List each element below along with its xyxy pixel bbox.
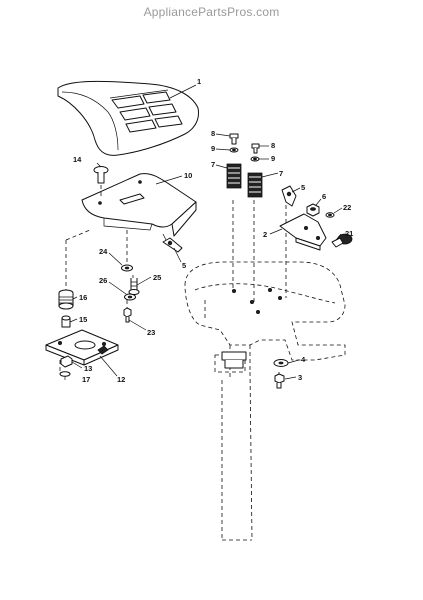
mounting-plate <box>45 329 119 366</box>
seat-spring-left <box>226 163 242 189</box>
callout-5-right: 5 <box>301 183 305 192</box>
callout-14: 14 <box>73 155 82 164</box>
hex-bolt <box>274 373 285 389</box>
pivot-spring <box>58 289 74 310</box>
washer <box>59 371 71 377</box>
seat-spring-right <box>247 172 263 198</box>
callout-16: 16 <box>79 293 87 302</box>
lock-nut <box>306 203 320 217</box>
callout-9-right: 9 <box>271 154 275 163</box>
callout-7-left: 7 <box>211 160 215 169</box>
spring-washer-right <box>250 156 260 162</box>
callout-15: 15 <box>79 315 87 324</box>
callout-21: 21 <box>345 229 353 238</box>
spacer <box>61 315 71 328</box>
callout-23: 23 <box>147 328 155 337</box>
callout-8-right: 8 <box>271 141 275 150</box>
callout-2: 2 <box>263 230 267 239</box>
callout-6: 6 <box>322 192 326 201</box>
callout-26: 26 <box>99 276 107 285</box>
callout-22: 22 <box>343 203 351 212</box>
seat-cushion <box>57 80 199 156</box>
callout-17: 17 <box>82 375 90 384</box>
bracket-lever <box>281 185 297 207</box>
hex-screw <box>123 307 132 323</box>
callout-9-left: 9 <box>211 144 215 153</box>
callout-12: 12 <box>117 375 125 384</box>
assembly-lines <box>59 185 287 380</box>
callout-8-left: 8 <box>211 129 215 138</box>
spring-washer-left <box>229 147 239 153</box>
fender-washer <box>273 359 289 367</box>
nut <box>60 355 73 368</box>
watermark-text: AppliancePartsPros.com <box>143 5 280 19</box>
callout-13: 13 <box>84 364 92 373</box>
callout-7-right: 7 <box>279 169 283 178</box>
callout-4: 4 <box>301 355 306 364</box>
fender-chassis-outline <box>184 261 346 541</box>
shoulder-bolt <box>128 278 140 295</box>
seat-pan <box>81 173 197 237</box>
seat-adjust-lever <box>162 233 183 253</box>
callout-labels: 1 2 3 4 5 5 6 7 7 8 8 9 9 10 12 13 14 15… <box>73 77 353 384</box>
callout-1: 1 <box>197 77 201 86</box>
adjustment-knob <box>331 233 353 248</box>
star-washer <box>325 212 335 218</box>
callout-5-left: 5 <box>182 261 186 270</box>
flat-washer <box>121 264 133 272</box>
callout-10: 10 <box>184 171 192 180</box>
seat-bracket <box>279 213 327 251</box>
callout-25: 25 <box>153 273 161 282</box>
spring-bolt-left <box>229 133 239 145</box>
carriage-bolt <box>93 166 109 184</box>
callout-24: 24 <box>99 247 108 256</box>
callout-3: 3 <box>298 373 302 382</box>
leader-lines <box>64 84 343 380</box>
spring-bolt-right <box>251 143 260 154</box>
